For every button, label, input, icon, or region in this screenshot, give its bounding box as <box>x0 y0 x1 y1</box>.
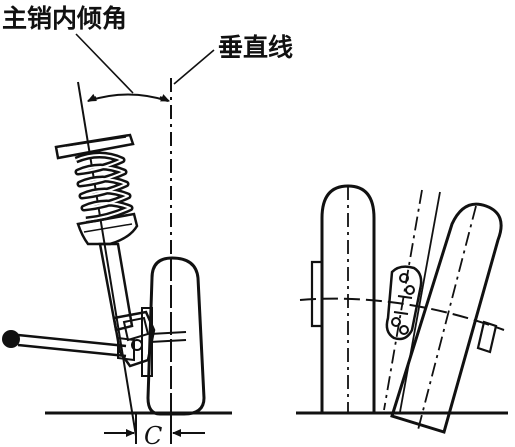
offset-label: C <box>144 422 162 447</box>
vertical-line-leader <box>173 49 215 85</box>
lower-control-arm <box>2 330 135 362</box>
kingpin-axis-right <box>383 189 423 411</box>
upper-spring-seat <box>54 133 135 160</box>
strut-tube <box>98 242 134 332</box>
right-wheel-steering-view <box>296 184 508 434</box>
coil-spring <box>74 151 134 224</box>
steered-wheel <box>390 202 503 434</box>
angle-arc-arrow-right <box>159 94 170 102</box>
angle-arc <box>87 93 169 102</box>
vertical-line-label: 垂直线 <box>218 33 293 62</box>
kingpin-inclination-label: 主销内倾角 <box>2 4 127 33</box>
kingpin-axis-right-2 <box>399 191 441 413</box>
right-knuckle <box>385 265 423 341</box>
upright-wheel <box>310 184 376 415</box>
angle-arc-arrow-left <box>87 93 97 102</box>
wheel-front-view <box>141 256 206 416</box>
left-suspension-view <box>2 33 232 444</box>
offset-dimension <box>104 414 205 444</box>
angle-label-leader <box>75 33 134 94</box>
spindle-line <box>299 297 505 331</box>
